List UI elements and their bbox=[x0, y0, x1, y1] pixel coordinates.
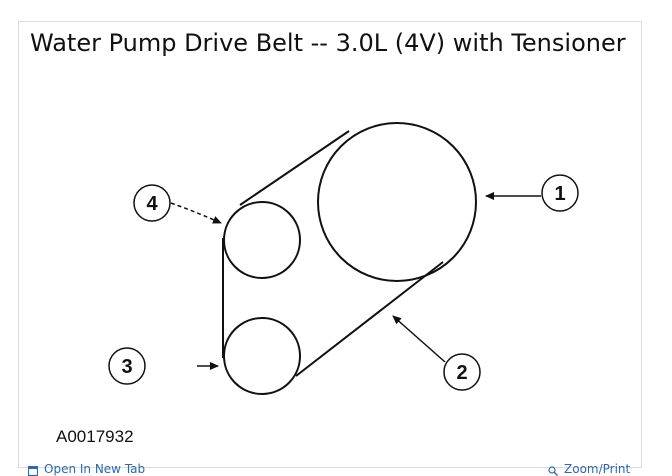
callout-1: 1 bbox=[485, 174, 579, 212]
zoom-print-label: Zoom/Print bbox=[564, 462, 631, 476]
upper-idler-pulley bbox=[223, 201, 301, 279]
callout-1-circle bbox=[541, 174, 579, 212]
zoom-print-link[interactable]: Zoom/Print bbox=[548, 462, 630, 476]
open-in-new-tab-label: Open In New Tab bbox=[44, 462, 146, 476]
callout-2-circle bbox=[443, 353, 481, 391]
callout-4-label: 4 bbox=[146, 193, 158, 215]
water-pump-pulley bbox=[317, 122, 477, 282]
callout-3-label: 3 bbox=[121, 356, 132, 378]
callout-2-label: 2 bbox=[456, 362, 467, 384]
lower-pulley bbox=[223, 317, 301, 395]
callout-2-arrow bbox=[392, 315, 446, 363]
belt-right-span bbox=[295, 261, 444, 377]
callout-3-circle bbox=[108, 347, 146, 385]
open-in-new-tab-link[interactable]: Open In New Tab bbox=[28, 462, 145, 476]
callout-3: 3 bbox=[108, 347, 219, 385]
drive-belt bbox=[222, 130, 444, 377]
diagram-title: Water Pump Drive Belt -- 3.0L (4V) with … bbox=[30, 29, 626, 57]
figure-code: A0017932 bbox=[56, 427, 134, 446]
callout-2: 2 bbox=[392, 315, 481, 391]
callout-4-arrow bbox=[170, 202, 222, 224]
belt-top-span bbox=[239, 130, 350, 206]
callout-4-circle bbox=[133, 184, 171, 222]
callout-4: 4 bbox=[133, 184, 222, 224]
zoom-icon bbox=[548, 466, 558, 476]
open-new-tab-icon bbox=[28, 466, 38, 476]
callout-1-label: 1 bbox=[554, 183, 565, 205]
